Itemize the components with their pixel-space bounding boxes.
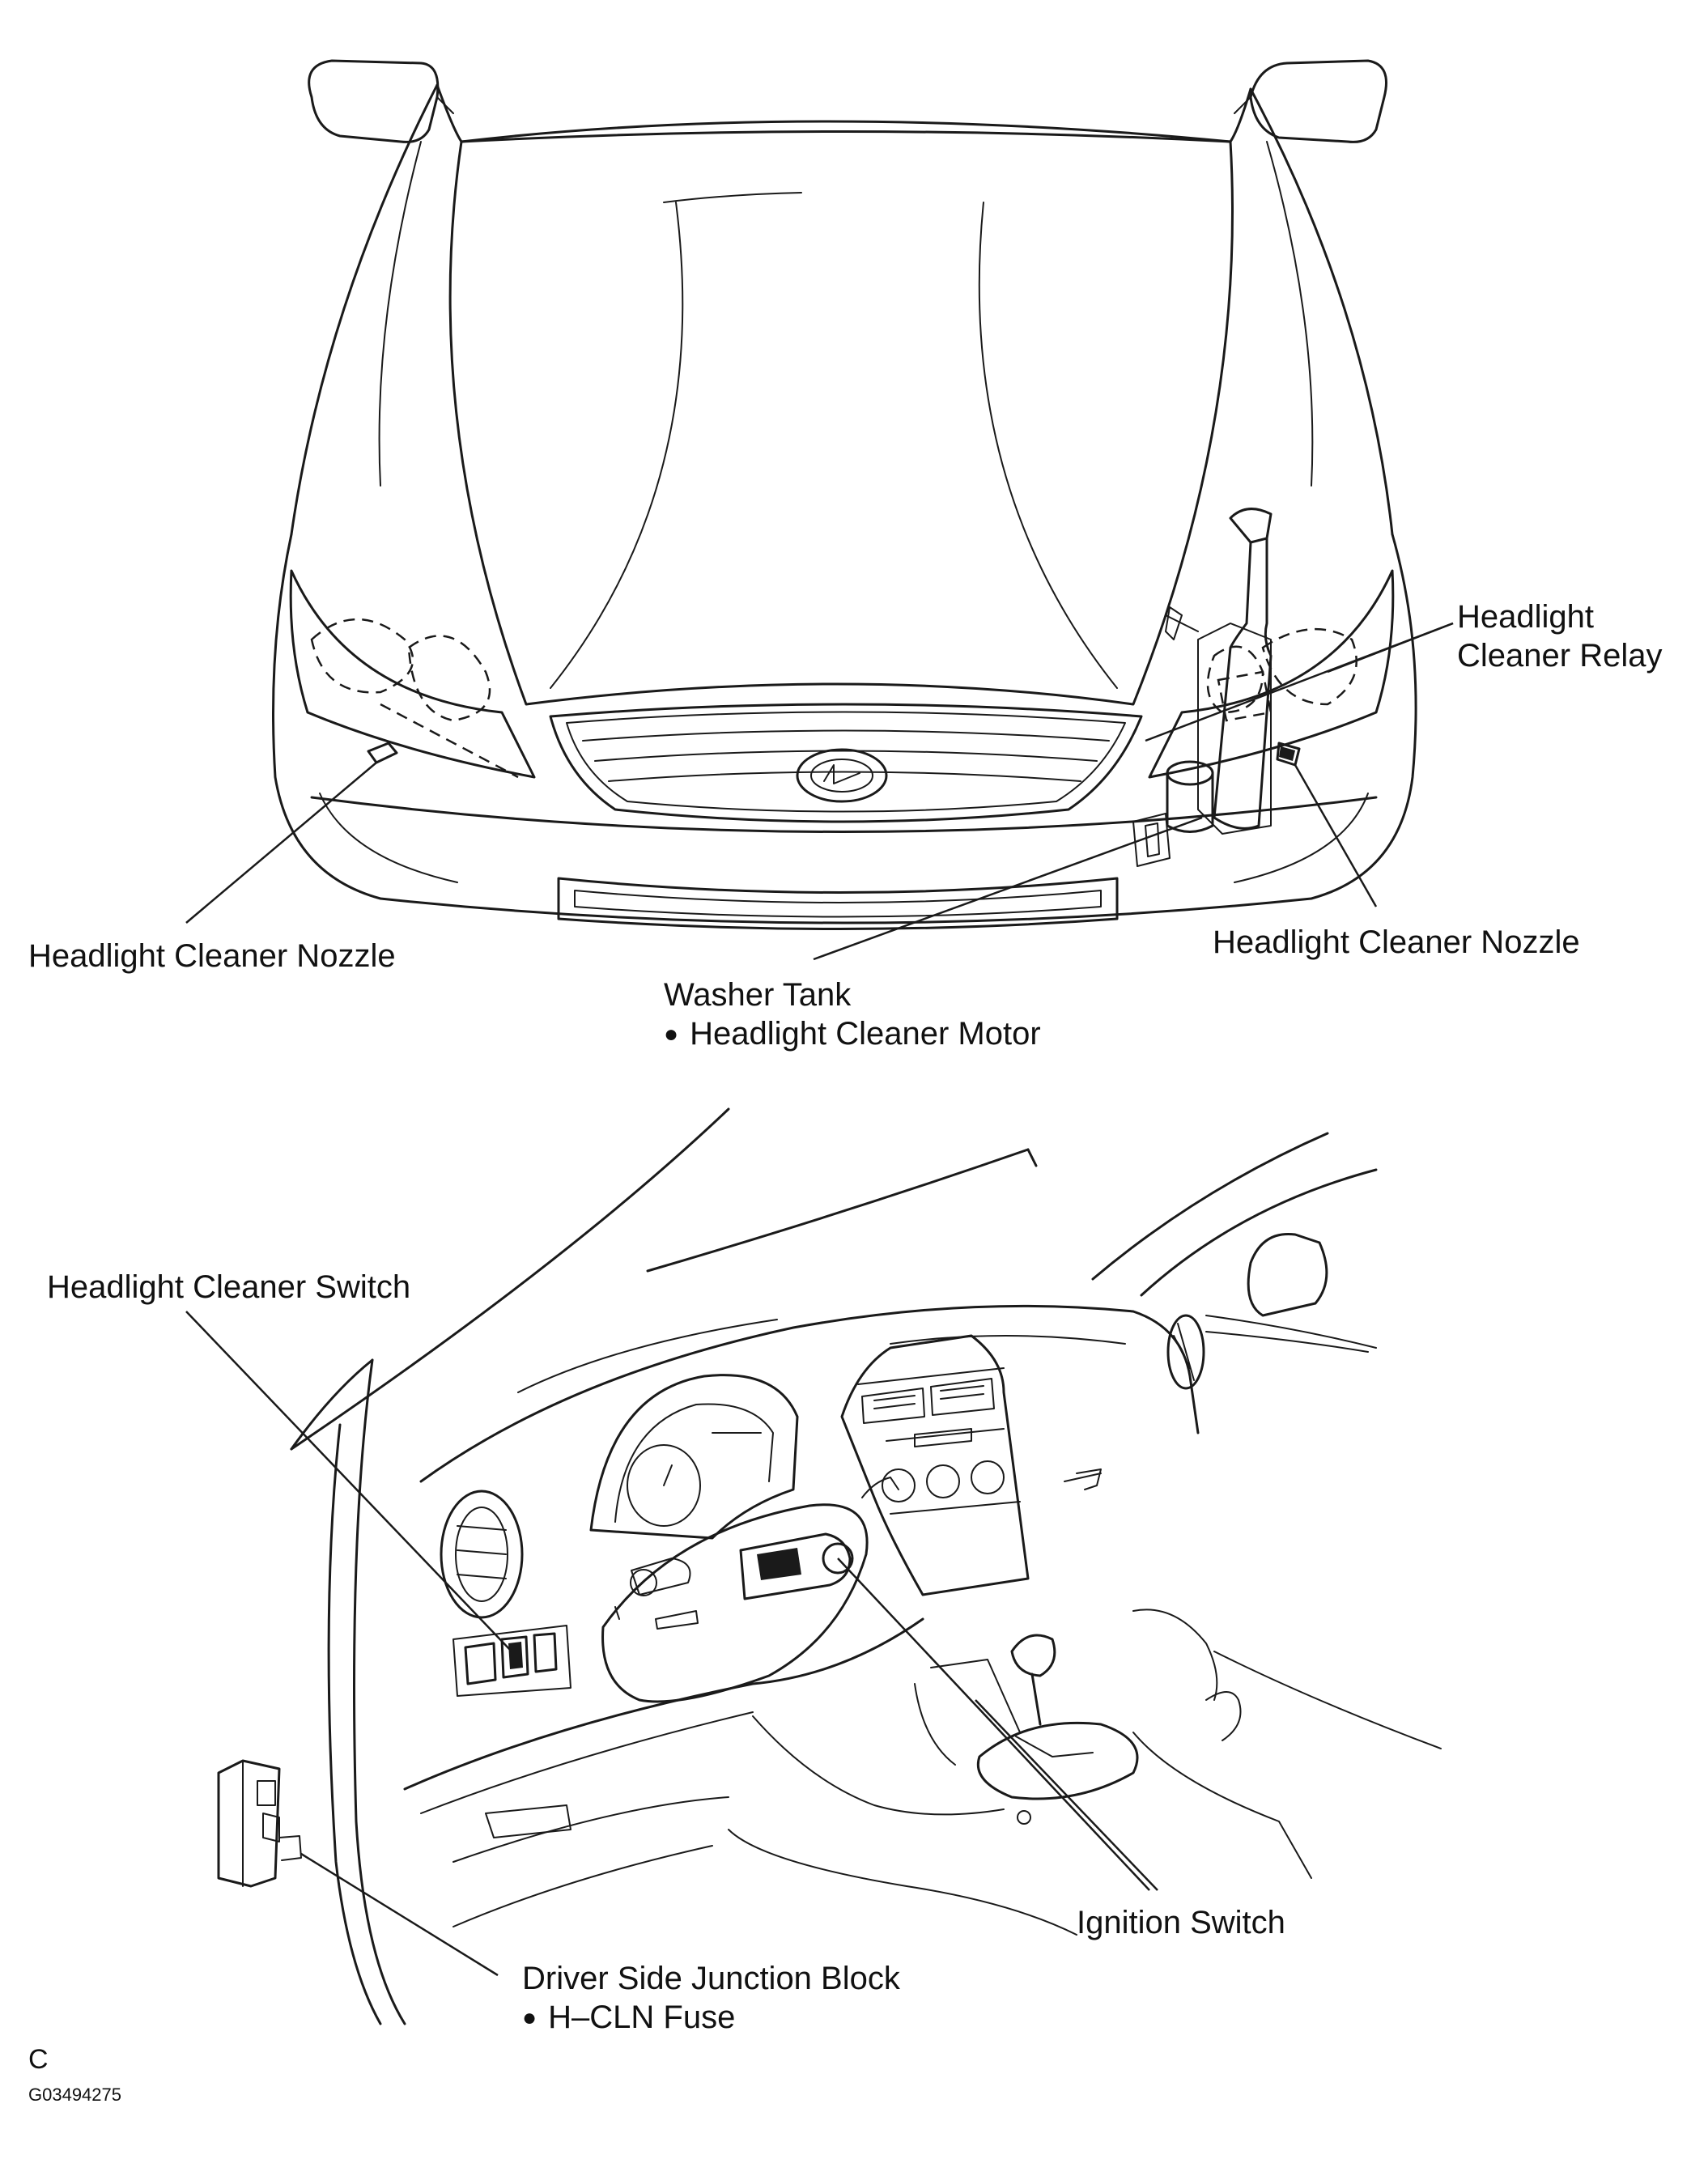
interior-view-mirror: [1247, 1232, 1328, 1317]
shift-gate: [977, 1721, 1139, 1800]
left-air-vent: [440, 1490, 524, 1619]
vehicle-front-view: [185, 59, 1454, 961]
climate-knob-2: [926, 1464, 960, 1498]
dashboard: [419, 1304, 1200, 1483]
leader-relay-2: [1145, 622, 1454, 742]
climate-knob-3: [971, 1460, 1005, 1494]
headlight-cleaner-motor: [1132, 760, 1214, 867]
right-mirror: [1249, 59, 1387, 143]
figure-id: G03494275: [28, 2085, 121, 2105]
right-headlamp: [1148, 569, 1395, 779]
label-nozzle-left: Headlight Cleaner Nozzle: [28, 938, 396, 974]
label-ignition-switch: Ignition Switch: [1077, 1905, 1285, 1940]
leader-ignition-switch: [837, 1558, 1150, 1891]
lower-intake: [557, 877, 1119, 930]
leader-ignition-switch-2: [975, 1699, 1158, 1891]
center-vents: [861, 1378, 995, 1424]
steering-column: [601, 1503, 869, 1703]
ignition-switch: [739, 1532, 854, 1600]
left-headlight-cleaner-nozzle: [367, 742, 398, 764]
label-junction-block: Driver Side Junction Block: [522, 1961, 900, 1996]
grille-emblem: [796, 748, 888, 803]
label-relay-line1: Headlight: [1457, 599, 1595, 635]
vehicle-interior-view: [185, 1107, 1442, 2025]
label-nozzle-right: Headlight Cleaner Nozzle: [1213, 924, 1580, 960]
label-cleaner-motor: Headlight Cleaner Motor: [664, 1014, 1041, 1054]
label-washer-tank: Washer Tank: [664, 977, 852, 1013]
leader-washer-tank: [813, 816, 1203, 961]
section-letter: C: [28, 2044, 49, 2075]
climate-knob-1: [882, 1468, 916, 1502]
leader-nozzle-right: [1294, 764, 1378, 907]
leader-cleaner-switch: [185, 1311, 512, 1652]
left-mirror: [308, 59, 440, 143]
front-grille: [549, 703, 1143, 823]
label-hcln-fuse: H–CLN Fuse: [522, 1998, 735, 2038]
driver-side-junction-block: [217, 1759, 302, 1888]
headlight-cleaner-switch: [452, 1625, 571, 1697]
hood: [448, 140, 1234, 706]
left-headlamp: [289, 569, 536, 779]
front-bumper: [272, 533, 1417, 924]
center-console: [840, 1334, 1030, 1596]
shift-knob: [1010, 1634, 1056, 1677]
right-air-vent: [1166, 1314, 1205, 1390]
leader-nozzle-left: [185, 762, 377, 924]
washer-tank: [1165, 508, 1273, 835]
instrument-cluster: [589, 1374, 799, 1540]
leader-junction-block: [300, 1852, 499, 1977]
label-cleaner-switch: Headlight Cleaner Switch: [47, 1269, 411, 1305]
label-relay-line2: Cleaner Relay: [1457, 638, 1663, 674]
